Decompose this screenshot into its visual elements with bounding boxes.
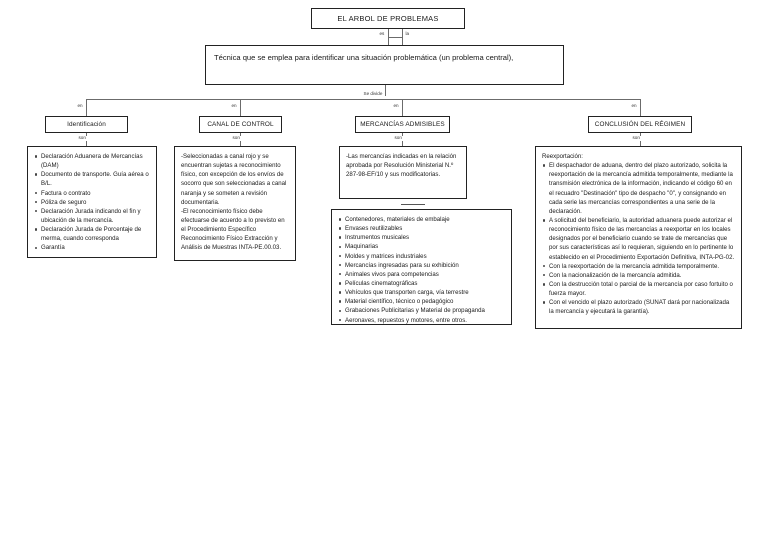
list-item: Con la nacionalización de la mercancía a…	[542, 271, 735, 280]
list-item: Envases reutilizables	[338, 224, 505, 233]
edge-label-son-1: son	[77, 135, 88, 141]
category-node-canal-de-control[interactable]: CANAL DE CONTROL	[199, 116, 282, 133]
list-item: Material científico, técnico o pedagógic…	[338, 297, 505, 306]
edge-label-la: la	[404, 31, 411, 37]
conclusion-list: El despachador de aduana, dentro del pla…	[542, 161, 735, 316]
list-item: Declaración Jurada de Porcentaje de merm…	[34, 225, 150, 243]
list-item: Con la reexportación de la mercancía adm…	[542, 262, 735, 271]
edge-label-se-divide: Se divide	[362, 91, 384, 97]
list-item: Con la destrucción total o parcial de la…	[542, 280, 735, 298]
edge-label-son-2: son	[231, 135, 242, 141]
list-item: Mercancías ingresadas para su exhibición	[338, 261, 505, 270]
category-label: CANAL DE CONTROL	[207, 121, 274, 128]
edge-label-es: es	[378, 31, 386, 37]
list-item: Animales vivos para competencias	[338, 270, 505, 279]
list-item: El despachador de aduana, dentro del pla…	[542, 161, 735, 216]
list-item: A solicitud del beneficiario, la autorid…	[542, 216, 735, 262]
list-item: Declaración Aduanera de Mercancías (DAM)	[34, 152, 150, 170]
connector-root-to-definition-2	[402, 29, 403, 45]
list-item: Contenedores, materiales de embalaje	[338, 215, 505, 224]
edge-label-son-3: son	[393, 135, 404, 141]
connector-to-category-4	[640, 99, 641, 116]
root-node-title: EL ARBOL DE PROBLEMAS	[311, 8, 465, 29]
page-title: EL ARBOL DE PROBLEMAS	[337, 14, 439, 23]
category-label: CONCLUSIÓN DEL RÉGIMEN	[594, 121, 686, 128]
category-node-identificacion[interactable]: Identificación	[45, 116, 128, 133]
category-label: MERCANCÍAS ADMISIBLES	[360, 121, 445, 128]
definition-text: Técnica que se emplea para identificar u…	[214, 53, 514, 62]
connector-distributor-bus	[86, 99, 640, 100]
content-box-mercancias-intro: -Las mercancías indicadas en la relación…	[339, 146, 467, 199]
connector-to-category-1	[86, 99, 87, 116]
connector-definition-down	[385, 85, 386, 96]
conclusion-heading: Reexportación:	[542, 153, 583, 160]
list-item: Películas cinematográficas	[338, 279, 505, 288]
category-node-conclusion-del-regimen[interactable]: CONCLUSIÓN DEL RÉGIMEN	[588, 116, 692, 133]
list-item: Garantía	[34, 243, 150, 252]
list-item: Moldes y matrices industriales	[338, 252, 505, 261]
connector-to-category-3	[402, 99, 403, 116]
list-item: Maquinarias	[338, 242, 505, 251]
section-divider	[401, 204, 425, 205]
edge-label-en-2: en	[230, 103, 239, 109]
list-item: Documento de transporte. Guía aérea o B/…	[34, 170, 150, 188]
edge-label-son-4: son	[631, 135, 642, 141]
paragraph: -El reconocimiento físico debe efectuars…	[181, 207, 285, 252]
paragraph: -Seleccionadas a canal rojo y se encuent…	[181, 153, 287, 206]
edge-label-en-4: en	[630, 103, 639, 109]
list-item: Factura o contrato	[34, 189, 150, 198]
category-node-mercancias-admisibles[interactable]: MERCANCÍAS ADMISIBLES	[355, 116, 450, 133]
list-item: Instrumentos musicales	[338, 233, 505, 242]
edge-label-en-3: en	[392, 103, 401, 109]
content-box-mercancias-list: Contenedores, materiales de embalaje Env…	[331, 209, 512, 325]
content-box-canal-de-control: -Seleccionadas a canal rojo y se encuent…	[174, 146, 296, 261]
connector-root-to-definition-branch	[388, 37, 402, 38]
list-item: Grabaciones Publicitarias y Material de …	[338, 306, 505, 315]
definition-node: Técnica que se emplea para identificar u…	[205, 45, 564, 85]
content-box-conclusion-del-regimen: Reexportación: El despachador de aduana,…	[535, 146, 742, 329]
category-label: Identificación	[67, 121, 106, 128]
identificacion-list: Declaración Aduanera de Mercancías (DAM)…	[34, 152, 150, 253]
list-item: Vehículos que transporten carga, vía ter…	[338, 288, 505, 297]
list-item: Aeronaves, repuestos y motores, entre ot…	[338, 316, 505, 325]
edge-label-en-1: en	[76, 103, 85, 109]
paragraph: -Las mercancías indicadas en la relación…	[346, 153, 457, 179]
list-item: Póliza de seguro	[34, 198, 150, 207]
content-box-identificacion: Declaración Aduanera de Mercancías (DAM)…	[27, 146, 157, 258]
mercancias-list: Contenedores, materiales de embalaje Env…	[338, 215, 505, 325]
list-item: Declaración Jurada indicando el fin y ub…	[34, 207, 150, 225]
connector-to-category-2	[240, 99, 241, 116]
list-item: Con el vencido el plazo autorizado (SUNA…	[542, 298, 735, 316]
